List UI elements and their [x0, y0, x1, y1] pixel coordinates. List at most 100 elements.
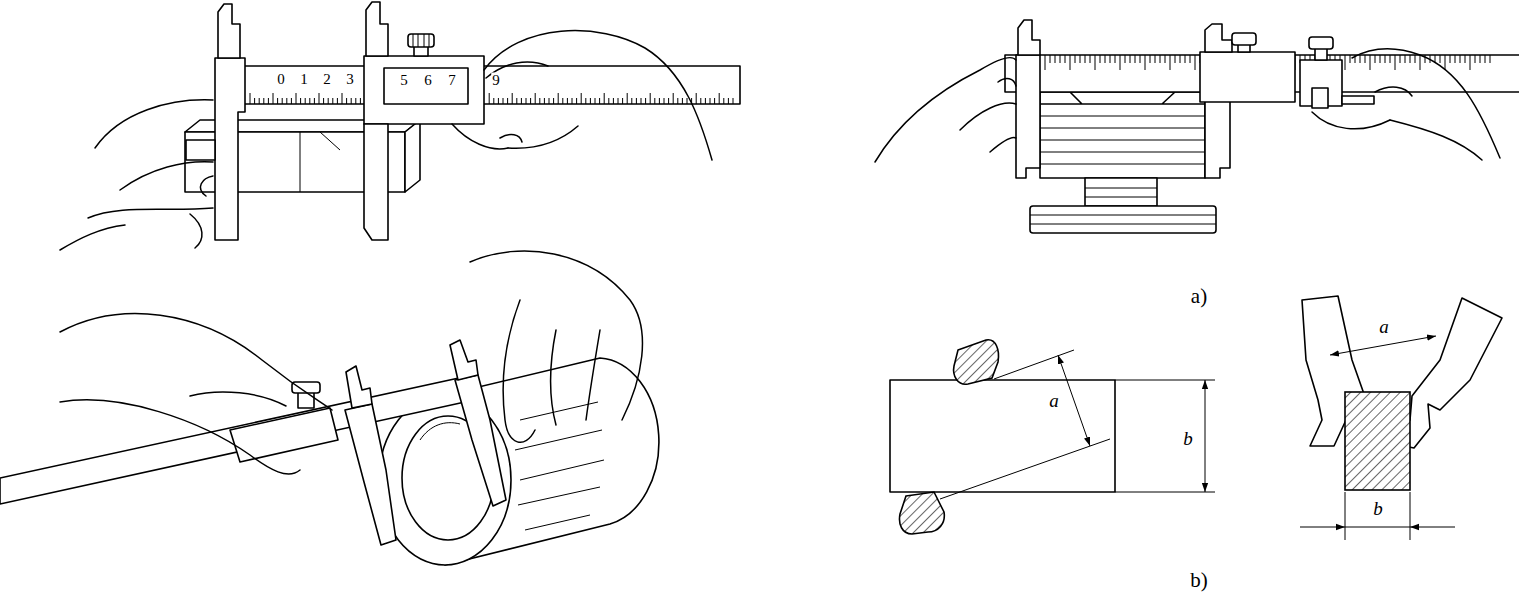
- workpiece-bar: [320, 132, 340, 150]
- caliper-beam: [455, 375, 506, 506]
- scale-number: 3: [345, 72, 355, 87]
- scale-ticks: [1480, 55, 1481, 63]
- scale-ticks: [590, 98, 591, 104]
- caliper-beam: [298, 392, 314, 408]
- scale-ticks: [544, 98, 545, 104]
- caliper-beam: [240, 66, 740, 104]
- dimension-lines: [1115, 380, 1215, 381]
- vernier-slider: [366, 2, 388, 56]
- hand-sketch: [470, 251, 642, 420]
- scale-ticks: [1160, 55, 1161, 63]
- caliper-beam: [345, 404, 396, 545]
- hand-sketch: [990, 138, 1016, 152]
- scale-ticks: [1185, 55, 1186, 63]
- scale-ticks: [714, 98, 715, 104]
- scale-ticks: [613, 98, 614, 104]
- scale-ticks: [723, 98, 724, 104]
- scale-ticks: [305, 98, 306, 104]
- vernier-slider: [384, 68, 468, 104]
- hand-sketch: [95, 100, 213, 148]
- dimension-lines: [1345, 527, 1410, 528]
- hand-sketch: [200, 176, 213, 196]
- scale-ticks: [1060, 55, 1061, 63]
- hand-sketch: [960, 103, 1016, 130]
- scale-ticks: [1140, 55, 1141, 63]
- vernier-slider: [1312, 88, 1328, 108]
- scale-ticks: [503, 98, 504, 104]
- scale-ticks: [1345, 55, 1346, 70]
- dimension-lines: [1330, 336, 1436, 355]
- scale-ticks: [493, 98, 494, 104]
- scale-number: 6: [423, 73, 433, 88]
- vernier-slider: [408, 34, 434, 47]
- workpiece-section: [1345, 392, 1410, 490]
- dimension-lines: [1058, 355, 1090, 446]
- dimension-label: a: [1048, 391, 1060, 410]
- scale-ticks: [1410, 55, 1411, 63]
- figure-label: b): [1189, 570, 1209, 591]
- vernier-slider: [429, 34, 430, 47]
- tube-workpiece: [520, 460, 604, 480]
- workpiece-section: [1345, 392, 1410, 490]
- hand-sketch: [551, 330, 556, 425]
- hand-sketch: [1375, 87, 1412, 96]
- hand-sketch: [998, 79, 1016, 86]
- hand-sketch: [586, 330, 600, 420]
- workpiece-section: [890, 380, 1115, 492]
- scale-ticks: [1365, 55, 1366, 63]
- hand-sketch: [190, 392, 286, 406]
- scale-ticks: [1135, 55, 1136, 63]
- vernier-slider: [1309, 37, 1333, 49]
- scale-ticks: [599, 98, 600, 104]
- scale-ticks: [585, 98, 586, 104]
- scale-ticks: [1050, 55, 1051, 63]
- vernier-slider: [1232, 33, 1256, 45]
- scale-number: 1: [299, 72, 309, 87]
- jaw-tip-section: [900, 340, 999, 534]
- workpiece-bar: [300, 132, 301, 192]
- dimension-lines: [940, 350, 1215, 499]
- scale-ticks: [323, 98, 324, 104]
- scale-ticks: [296, 93, 297, 104]
- vernier-slider: [1200, 24, 1374, 178]
- scale-ticks: [576, 98, 577, 104]
- scale-ticks: [1360, 55, 1361, 63]
- scale-ticks: [664, 98, 665, 104]
- scale-ticks: [567, 98, 568, 104]
- hand-sketch: [500, 135, 522, 142]
- vernier-slider: [418, 34, 419, 47]
- scale-ticks: [733, 98, 734, 104]
- scale-ticks: [1195, 55, 1196, 70]
- scale-ticks: [337, 98, 338, 104]
- scale-ticks: [521, 98, 522, 104]
- scale-ticks: [273, 93, 274, 104]
- hand-sketch: [190, 214, 202, 248]
- jaw-tip-section: [954, 340, 999, 384]
- dimension-lines: [1300, 336, 1455, 540]
- scale-ticks: [1400, 55, 1401, 63]
- scale-ticks: [627, 93, 628, 104]
- scale-ticks: [562, 98, 563, 104]
- scale-ticks: [1085, 55, 1086, 63]
- turned-workpiece: [1030, 215, 1216, 216]
- scale-ticks: [319, 93, 320, 104]
- scale-ticks: [1450, 55, 1451, 63]
- vernier-slider: [413, 34, 414, 47]
- scale-ticks: [282, 98, 283, 104]
- scale-ticks: [622, 98, 623, 104]
- dimension-lines: [1300, 527, 1345, 528]
- scale-ticks: [1165, 55, 1166, 63]
- scale-ticks: [631, 98, 632, 104]
- scale-ticks: [1350, 55, 1351, 63]
- hand-sketch: [484, 31, 712, 160]
- scale-ticks: [1065, 55, 1066, 63]
- vernier-slider: [364, 56, 484, 124]
- turned-workpiece: [1085, 188, 1157, 189]
- vernier-slider: [364, 124, 388, 240]
- dimension-lines: [994, 350, 1074, 379]
- scale-ticks: [1080, 55, 1081, 63]
- caliper-beam: [240, 66, 740, 104]
